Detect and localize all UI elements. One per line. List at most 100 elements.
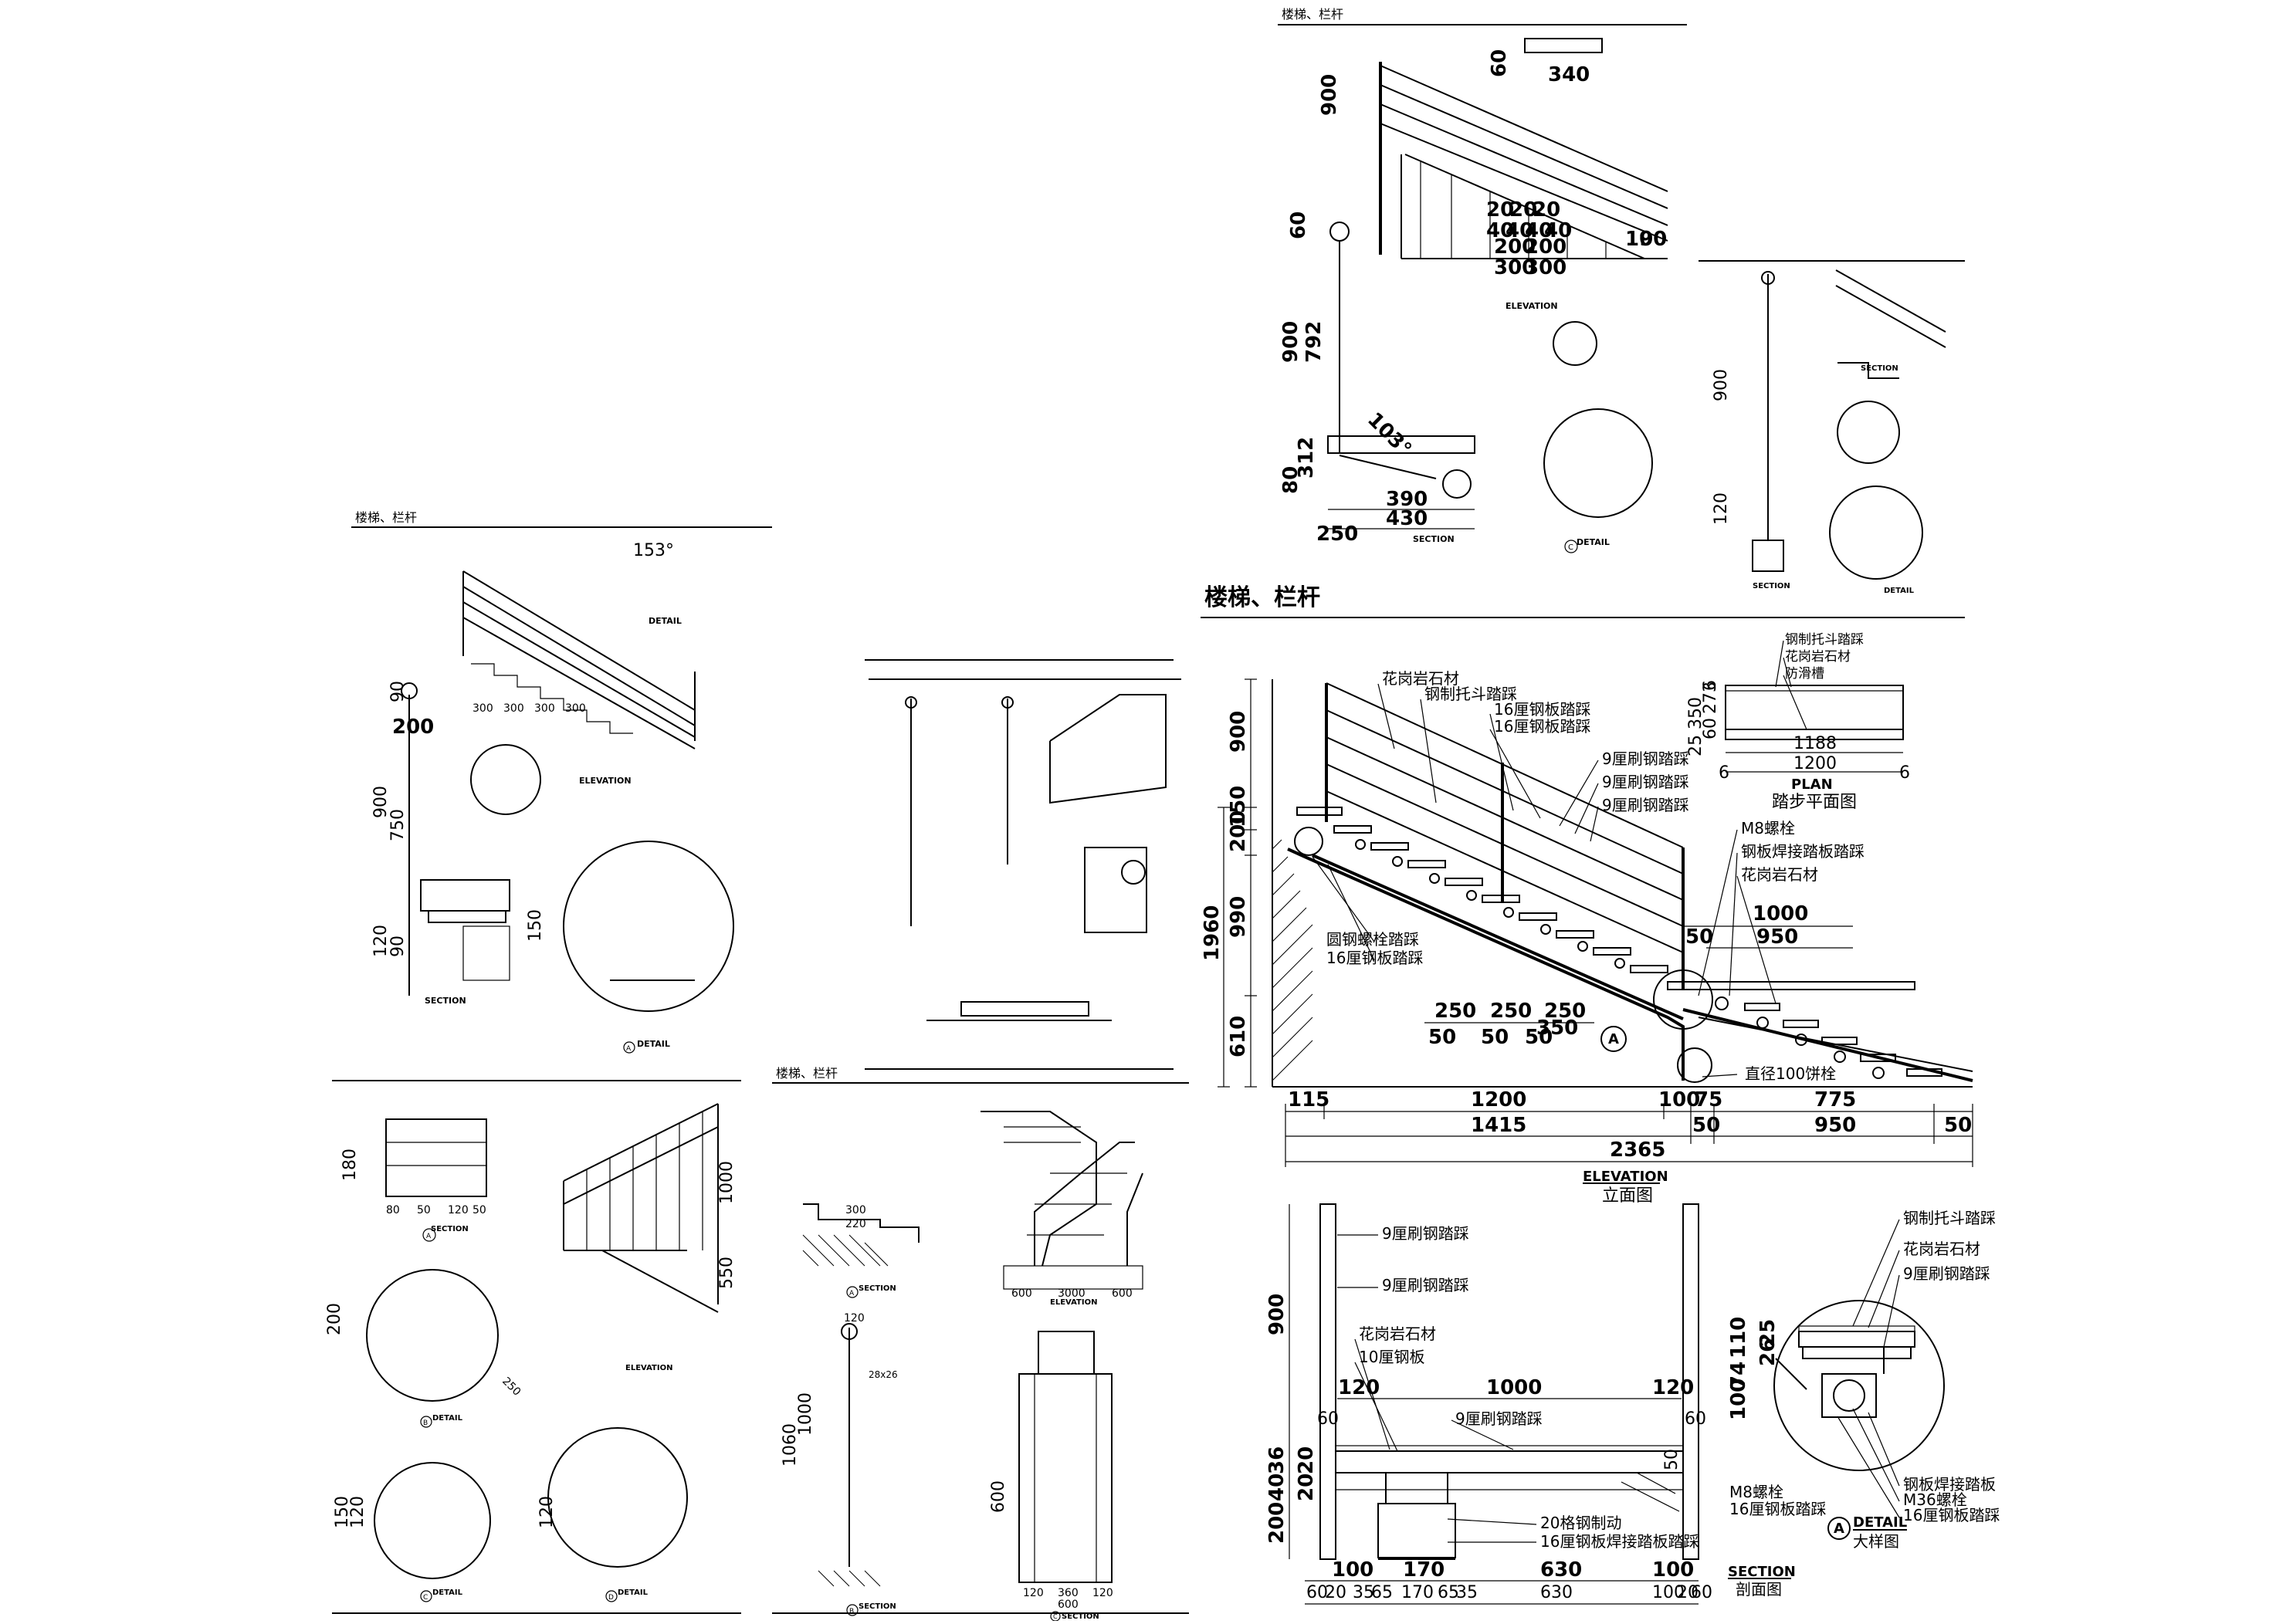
lt-marker: A — [626, 1045, 632, 1053]
lt-caption-0: ELEVATION — [579, 776, 632, 786]
lt-dim-10: 90 — [388, 935, 408, 957]
tc-caption-det: DETAIL — [1577, 537, 1610, 547]
tc-dim-left-2: 792 — [1302, 321, 1326, 363]
elev-label-4: 9厘刷钢踏踩 — [1602, 749, 1689, 768]
bc-dim-2: 600 — [1011, 1287, 1032, 1300]
dim-tread-5: 50 — [1525, 1026, 1553, 1049]
section-dim-left-2: 40 — [1265, 1473, 1289, 1501]
lb-dim-4: 50 — [472, 1204, 486, 1216]
lb-dim-3: 120 — [448, 1204, 469, 1216]
lt-dim-4: 300 — [565, 702, 586, 715]
section-dim-left-4: 20 — [1295, 1446, 1318, 1474]
plan-dim-end-1: 6 — [1899, 763, 1910, 783]
lb-dim-0: 180 — [340, 1149, 360, 1181]
dim-inner-1: 950 — [1756, 925, 1798, 949]
bc-caption-0: ELEVATION — [1050, 1298, 1097, 1307]
elev-caption-en: ELEVATION — [1583, 1169, 1668, 1185]
lb-marker-2: C — [423, 1594, 428, 1602]
tc-dim-mid-7: 200 — [1494, 235, 1536, 259]
lb-marker-1: B — [423, 1419, 428, 1427]
tc-dim-bottom-1: 430 — [1386, 507, 1428, 530]
elev-label-right-2: 花岗岩石材 — [1741, 865, 1818, 884]
tc-dim-mid-0: 20 — [1486, 198, 1514, 222]
detail-a-bubble — [1653, 969, 1713, 1030]
dim-left-1: 150 — [1227, 786, 1250, 827]
dim-bottom-r2-2: 950 — [1814, 1114, 1856, 1137]
tc-dim-mid-1: 20 — [1509, 198, 1537, 222]
lb-dim-10: 120 — [537, 1496, 557, 1528]
tc-dim-left-1: 60 — [1287, 211, 1310, 239]
elev-label-right-0: M8螺栓 — [1741, 819, 1795, 837]
bc-dim-7: 120 — [1092, 1587, 1113, 1599]
lt-dim-9: 90 — [388, 681, 408, 702]
lb-dim-8: 550 — [717, 1257, 737, 1289]
dim-bottom-r1-1: 1200 — [1471, 1088, 1526, 1111]
lb-caption-0: SECTION — [431, 1225, 469, 1233]
center-small-drawing — [869, 678, 1181, 1021]
detail-a-caption-cn: 大样图 — [1853, 1532, 1899, 1551]
bc-dim-9: 120 — [844, 1312, 865, 1325]
section-label-bottom-3: 16厘钢板焊接踏板踏踩 — [1540, 1532, 1699, 1551]
elev-pin-label: 直径100饼栓 — [1745, 1064, 1836, 1083]
section-dim-b-1: 20 — [1325, 1583, 1346, 1602]
lb-dim-11: 120 — [348, 1496, 367, 1528]
section-label-inner-1: 10厘钢板 — [1359, 1348, 1424, 1366]
plan-caption-cn: 踏步平面图 — [1772, 793, 1857, 812]
dim-left-2: 200 — [1227, 810, 1250, 852]
title-top-center: 楼梯、栏杆 — [1282, 7, 1343, 22]
detail-a-dim-0: 110 — [1727, 1317, 1750, 1358]
tc-dim-left-0: 900 — [1318, 74, 1341, 116]
plan-dim-side-3: 6 — [1701, 680, 1720, 691]
bc-dim-0: 300 — [845, 1204, 866, 1216]
sr-caption-2: DETAIL — [1884, 587, 1915, 595]
detail-a: 钢制托斗踏踩 花岗岩石材 9厘刷钢踏踩 钢板焊接踏板 M36螺栓 16厘钢板踏踩… — [1727, 1209, 2000, 1551]
detail-a-label-2: 9厘刷钢踏踩 — [1903, 1264, 1990, 1283]
section-dim-side-0: 60 — [1317, 1409, 1339, 1429]
tc-dim-left-3: 900 — [1279, 321, 1302, 363]
detail-a-label-3: 钢板焊接踏板 — [1903, 1475, 1996, 1494]
section-dim-bm-1: 170 — [1403, 1558, 1445, 1582]
tc-dim-mid-9: 300 — [1494, 256, 1536, 279]
lt-dim-5: 200 — [392, 716, 434, 739]
section-dim-left-5: 200 — [1265, 1502, 1289, 1544]
bc-dim-4: 600 — [1112, 1287, 1133, 1300]
plan-label-0: 钢制托斗踏踩 — [1785, 632, 1864, 648]
tc-dim-right-1: 10 — [1625, 228, 1653, 251]
lb-dim-2: 50 — [417, 1204, 431, 1216]
main-elevation: A 花岗岩石材 钢制托斗踏踩 16厘钢板踏踩 16厘钢板踏踩 9厘刷钢踏踩 9厘… — [1201, 669, 1973, 1206]
dim-bottom-r1-0: 115 — [1288, 1088, 1329, 1111]
section-dim-b-7: 630 — [1540, 1583, 1573, 1602]
top-center-drawing: 60 340 900 60 792 900 103° 80 312 20 20 … — [1279, 38, 1668, 553]
detail-a-caption-en: DETAIL — [1853, 1514, 1907, 1531]
bc-dim-6: 360 — [1058, 1587, 1079, 1599]
tc-dim-mid-10: 300 — [1525, 256, 1566, 279]
lt-dim-11: 150 — [526, 909, 545, 942]
elev-marker: A — [1608, 1031, 1619, 1047]
dim-tread-0: 250 — [1434, 1000, 1476, 1023]
dim-left-4: 1960 — [1201, 905, 1224, 961]
tc-dim-top-0: 60 — [1488, 49, 1511, 77]
elev-label-1: 钢制托斗踏踩 — [1424, 685, 1517, 703]
section-label-inner-2: 9厘刷钢踏踩 — [1455, 1409, 1543, 1428]
tc-dim-left-6: 312 — [1295, 437, 1318, 479]
elev-label-left-1: 16厘钢板踏踩 — [1326, 949, 1423, 967]
section-label-bottom-2: 20格钢制动 — [1540, 1514, 1621, 1532]
dim-inner-0: 1000 — [1753, 902, 1808, 925]
plan-dim-side-2: 273 — [1701, 682, 1720, 714]
left-bottom-drawing: A 180 80 50 120 50 200 250 1000 550 150 … — [325, 1103, 737, 1602]
dim-bottom-r1-2: 100 — [1658, 1088, 1700, 1111]
section-caption-en: SECTION — [1728, 1564, 1796, 1580]
section-caption-cn: 剖面图 — [1736, 1580, 1782, 1599]
lb-dim-9: 150 — [333, 1496, 352, 1528]
elev-label-0: 花岗岩石材 — [1382, 669, 1459, 688]
bc-dim-1: 220 — [845, 1218, 866, 1230]
bc-marker-2: C — [1053, 1613, 1058, 1620]
tc-dim-bottom-0: 390 — [1386, 488, 1428, 511]
lt-caption-3: DETAIL — [637, 1039, 670, 1049]
detail-a-marker: A — [1834, 1521, 1844, 1537]
bc-marker-0: A — [849, 1290, 855, 1298]
dim-tread-1: 250 — [1490, 1000, 1532, 1023]
lb-dim-6: 250 — [500, 1375, 523, 1399]
bc-caption-3: SECTION — [1062, 1612, 1099, 1621]
